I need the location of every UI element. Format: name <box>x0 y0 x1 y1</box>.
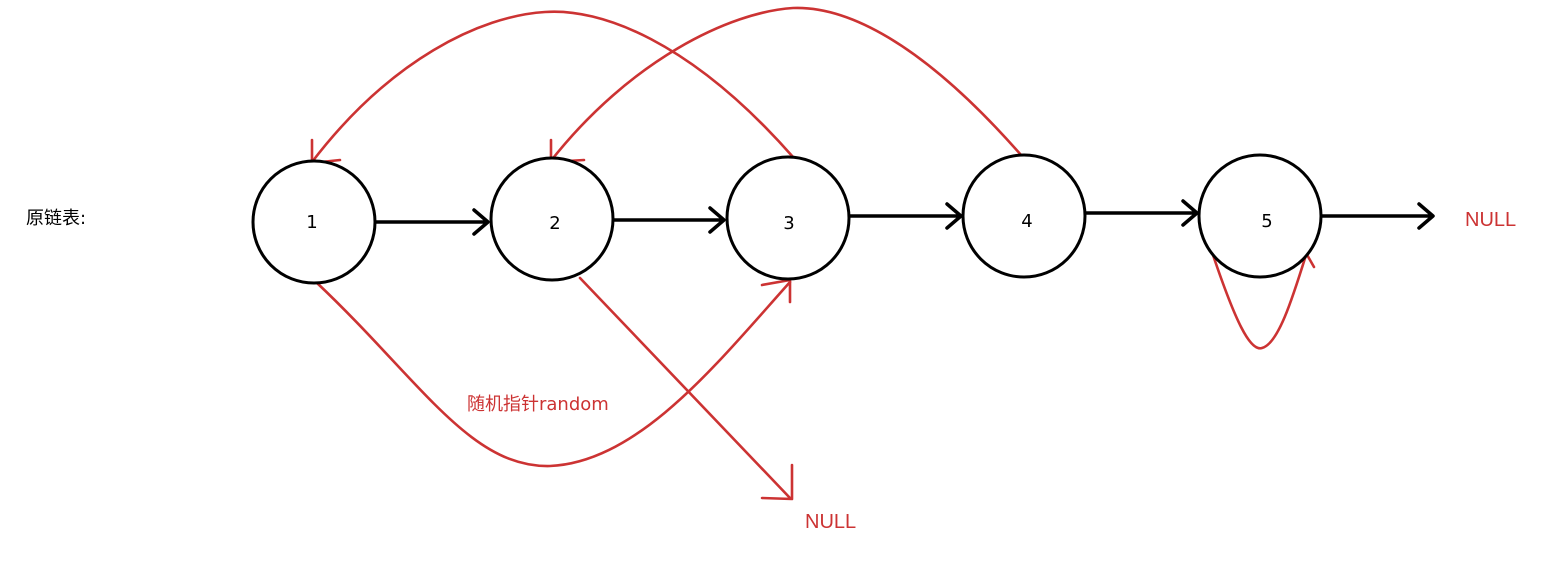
random-edge-4-to-2 <box>548 6 1023 164</box>
random-edge-2-to-null <box>578 276 792 500</box>
node-1: 1 <box>251 159 377 285</box>
node-4-label: 4 <box>1021 211 1032 232</box>
random-edge-3-to-1 <box>310 10 795 164</box>
node-1-circle <box>251 159 377 285</box>
node-2-label: 2 <box>549 213 560 234</box>
random-null-label: NULL <box>805 511 856 533</box>
node-4: 4 <box>961 153 1087 279</box>
next-edge-5-to-null <box>1320 202 1435 230</box>
random-pointer-label: 随机指针random <box>467 394 609 415</box>
node-2: 2 <box>489 156 615 282</box>
random-edge-5-self-loop <box>1211 253 1308 350</box>
node-5-circle <box>1197 153 1323 279</box>
node-3: 3 <box>725 155 851 281</box>
random-edge-2-to-null-arrowhead <box>760 463 794 501</box>
node-3-circle <box>725 155 851 281</box>
tail-null-label: NULL <box>1465 209 1516 231</box>
node-3-label: 3 <box>783 213 794 234</box>
node-1-label: 1 <box>306 212 317 233</box>
next-edge-1-to-2 <box>374 208 490 236</box>
node-2-circle <box>489 156 615 282</box>
next-edges <box>374 199 1435 236</box>
random-edge-1-to-3 <box>314 280 792 468</box>
random-edges <box>310 6 1316 501</box>
diagram-title: 原链表: <box>26 208 86 229</box>
node-5: 5 <box>1197 153 1323 279</box>
next-edge-2-to-3 <box>612 206 726 234</box>
next-edge-4-to-5 <box>1084 199 1199 227</box>
node-5-label: 5 <box>1261 211 1272 232</box>
next-edge-3-to-4 <box>847 202 963 230</box>
node-4-circle <box>961 153 1087 279</box>
